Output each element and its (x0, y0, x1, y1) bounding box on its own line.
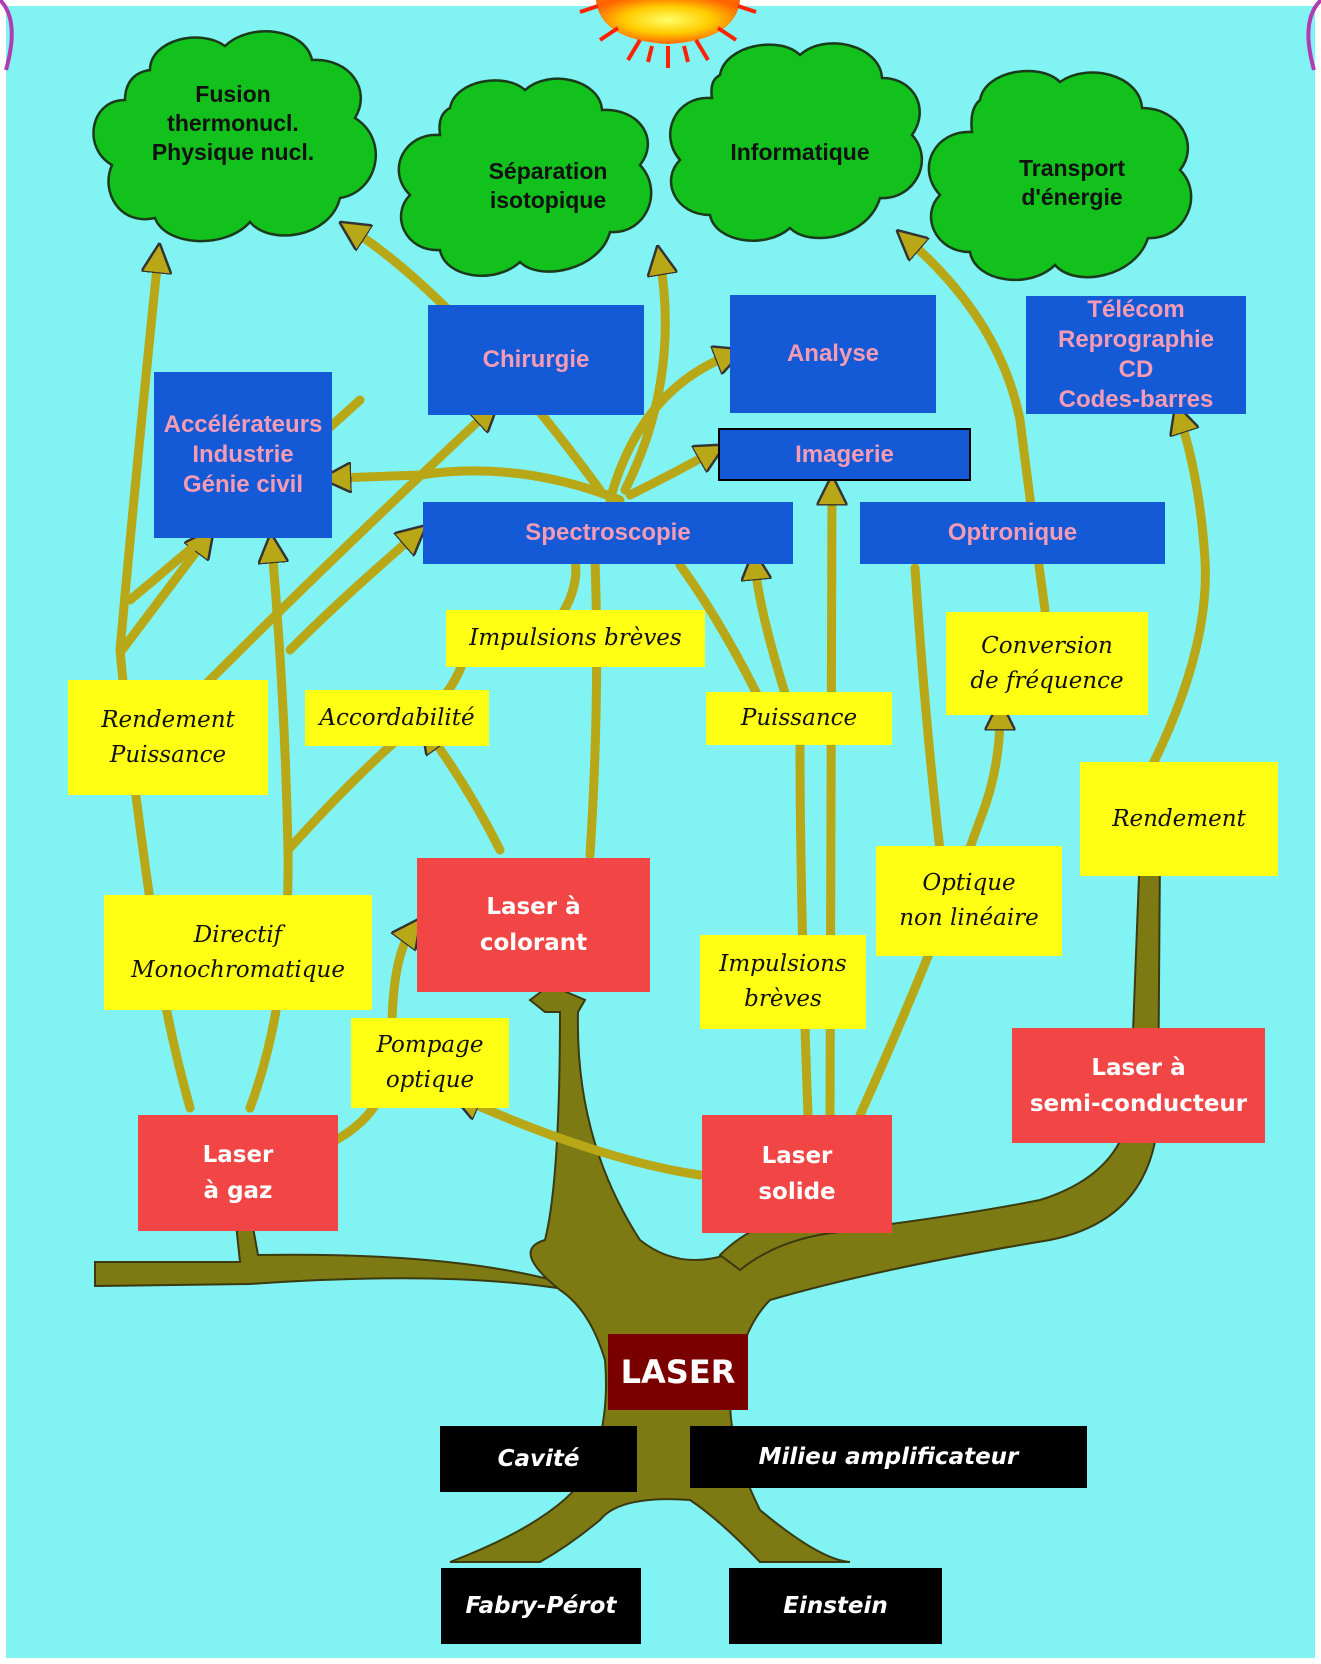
property-impulsions-breves-top: Impulsions brèves (446, 610, 705, 667)
application-optronique: Optronique (860, 502, 1165, 564)
cloud-fusion-label: Fusion thermonucl. Physique nucl. (151, 81, 315, 165)
branch-spectro-separation (620, 260, 665, 495)
branch-solide-pompage (465, 1100, 705, 1180)
cloud-shape-separation (397, 77, 653, 277)
corner-ornament-left (0, 0, 14, 71)
root-einstein: Einstein (729, 1568, 942, 1644)
property-optique-non-lineaire: Optique non linéaire (876, 846, 1062, 956)
branch-to-accel (336, 471, 625, 505)
laser-colorant: Laser à colorant (417, 858, 650, 992)
property-accordabilite: Accordabilité (305, 690, 489, 746)
ground-line (94, 1220, 574, 1292)
branch-semi-telecom (1145, 418, 1210, 775)
property-conversion-frequence: Conversion de fréquence (946, 612, 1148, 715)
application-accelerateurs: Accélérateurs Industrie Génie civil (154, 372, 332, 538)
cloud-shape-fusion (92, 30, 378, 243)
branches-layer (115, 230, 1210, 1180)
cloud-shape-transport (927, 69, 1193, 282)
property-puissance: Puissance (706, 692, 892, 745)
cloud-informatique-label: Informatique (730, 139, 870, 165)
branch-accord-spectro (285, 535, 415, 655)
branch-colorant-accord (430, 735, 505, 855)
laser-solide: Laser solide (702, 1115, 892, 1233)
branch-optique-optronique (910, 563, 945, 855)
application-spectroscopie: Spectroscopie (423, 502, 793, 564)
laser-root: LASER (608, 1334, 748, 1410)
root-cavite: Cavité (440, 1426, 637, 1492)
laser-gaz: Laser à gaz (138, 1115, 338, 1231)
application-imagerie: Imagerie (718, 428, 971, 481)
branch-rendement-accel (117, 540, 205, 655)
cloud-transport-label: Transport d'énergie (1018, 155, 1126, 210)
clouds-layer (92, 30, 1193, 282)
property-impulsions-breves-mid: Impulsions brèves (700, 935, 866, 1029)
branch-spectro-imagerie (625, 452, 712, 500)
laser-semi-conducteur: Laser à semi-conducteur (1012, 1028, 1265, 1143)
application-chirurgie: Chirurgie (428, 305, 644, 415)
property-directif-monochromatique: Directif Monochromatique (104, 895, 372, 1010)
root-fabry-perot: Fabry-Pérot (441, 1568, 641, 1644)
branch-puissance-spectro (675, 560, 765, 705)
branch-rendement-chirurgie (200, 412, 488, 690)
cloud-shape-informatique (669, 42, 924, 242)
branch-solide-puissance (755, 565, 813, 1120)
property-rendement: Rendement (1080, 762, 1278, 876)
sun-icon (579, 0, 757, 68)
property-rendement-puissance: Rendement Puissance (68, 680, 268, 795)
corner-ornament-right (1306, 0, 1321, 71)
application-analyse: Analyse (730, 295, 936, 413)
branch-colorant-spectro (585, 555, 602, 860)
property-pompage-optique: Pompage optique (351, 1018, 509, 1108)
application-telecom: Télécom Reprographie CD Codes-barres (1026, 296, 1246, 414)
cloud-separation-label: Séparation isotopique (488, 158, 608, 213)
root-milieu-amplificateur: Milieu amplificateur (690, 1426, 1087, 1488)
